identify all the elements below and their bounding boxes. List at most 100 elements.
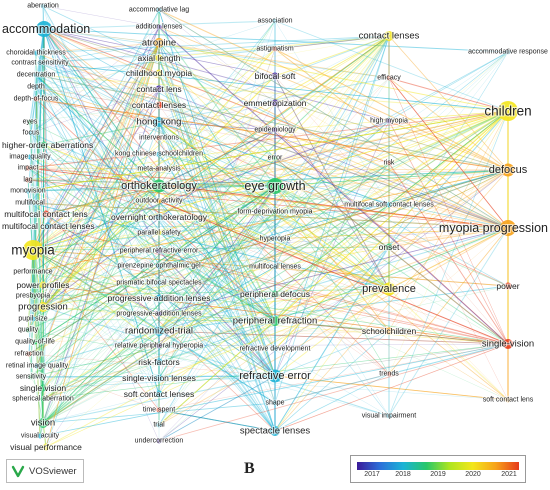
network-node[interactable]: progressive addition lenses	[106, 292, 211, 304]
network-node[interactable]: soft contact lenses	[123, 388, 195, 400]
network-node[interactable]: randomized-trial	[124, 325, 194, 338]
network-node[interactable]: risk	[383, 159, 396, 168]
network-node[interactable]: hyperopia	[259, 235, 292, 244]
network-node[interactable]: kong chinese schoolchildren	[114, 150, 204, 159]
network-node[interactable]: contact lens	[135, 83, 182, 95]
network-node[interactable]: accommodation	[1, 21, 91, 37]
network-node[interactable]: single-vision lenses	[121, 372, 197, 384]
network-node[interactable]: risk-factors	[137, 356, 181, 368]
network-node[interactable]: contrast sensitivity	[10, 59, 70, 68]
network-node[interactable]: visual impairment	[361, 412, 418, 421]
network-node[interactable]: lag	[22, 176, 33, 185]
network-node[interactable]: multifocal contact lens	[3, 208, 89, 220]
network-node[interactable]: addition lenses	[135, 23, 184, 32]
network-node[interactable]: onset	[378, 241, 401, 253]
network-node[interactable]: performance	[12, 268, 53, 277]
network-node[interactable]: spherical aberration	[11, 395, 75, 404]
network-node[interactable]: shape	[264, 399, 285, 408]
network-node[interactable]: multifocal	[14, 199, 46, 208]
network-node[interactable]: orthokeratology	[120, 179, 198, 193]
network-node[interactable]: quality	[17, 326, 40, 335]
network-node[interactable]: quality-of-life	[14, 338, 56, 347]
network-node[interactable]: astigmatism	[255, 45, 295, 54]
network-node[interactable]: high myopia	[369, 117, 409, 126]
network-node[interactable]: emmetropization	[243, 97, 308, 109]
network-node[interactable]: form-deprivation myopia	[236, 208, 313, 217]
network-node[interactable]: myopia	[10, 240, 56, 260]
network-node[interactable]: visual performance	[9, 441, 83, 453]
network-node[interactable]: power profiles	[16, 279, 71, 291]
network-node[interactable]: accommodative response	[467, 48, 549, 57]
network-node[interactable]: meta-analysis	[136, 165, 182, 174]
network-node[interactable]: progressive-addition lenses	[115, 310, 203, 319]
node-label: sensitivity	[16, 374, 47, 381]
network-node[interactable]: peripheral defocus	[239, 288, 311, 300]
network-node[interactable]: single-vision	[481, 338, 535, 351]
network-node[interactable]: accommodative lag	[128, 6, 190, 15]
network-node[interactable]: focus	[22, 129, 41, 138]
network-node[interactable]: eye growth	[243, 178, 307, 194]
network-node[interactable]: eyes	[22, 118, 39, 127]
network-node[interactable]: multifocal contact lenses	[1, 220, 96, 232]
network-node[interactable]: choroidal thickness	[5, 49, 67, 58]
node-circle	[28, 130, 34, 136]
network-node[interactable]: bifocal soft	[254, 70, 297, 82]
network-node[interactable]: axial length	[136, 52, 181, 64]
network-node[interactable]: multifocal soft contact lenses	[343, 201, 435, 210]
network-node[interactable]: single vision	[19, 382, 68, 394]
network-node[interactable]: interventions	[138, 134, 180, 143]
network-node[interactable]: children	[483, 101, 533, 121]
network-node[interactable]: efficacy	[376, 74, 402, 83]
network-node[interactable]: power	[495, 280, 520, 292]
network-node[interactable]: multifocal lenses	[248, 263, 302, 272]
network-node[interactable]: atropine	[141, 37, 177, 50]
network-node[interactable]: undercorrection	[134, 437, 185, 446]
network-node[interactable]: hong-kong	[136, 116, 183, 129]
network-node[interactable]: refractive error	[238, 369, 312, 383]
network-node[interactable]: contact lenses	[358, 30, 421, 43]
network-node[interactable]: retinal image quality	[5, 362, 70, 371]
network-node[interactable]: association	[256, 17, 293, 26]
network-node[interactable]: parallel safety	[136, 229, 182, 238]
network-node[interactable]: epidemiology	[253, 126, 297, 135]
network-node[interactable]: spectacle lenses	[239, 425, 311, 438]
network-node[interactable]: time spent	[142, 406, 176, 415]
network-node[interactable]: refractive development	[239, 345, 312, 354]
network-node[interactable]: trends	[378, 370, 400, 379]
network-node[interactable]: pirenzepine ophthalmic gel	[116, 262, 202, 271]
network-node[interactable]: prismatic bifocal spectacles	[115, 279, 203, 288]
network-node[interactable]: higher-order aberrations	[1, 139, 94, 151]
network-node[interactable]: myopia progression	[438, 220, 549, 236]
network-node[interactable]: presbyopia	[15, 292, 51, 301]
network-node[interactable]: depth-of-focus	[13, 95, 60, 104]
network-node[interactable]: prevalence	[361, 282, 417, 296]
network-node[interactable]: soft contact lens	[482, 396, 535, 405]
network-node[interactable]: image quality	[8, 153, 52, 162]
network-link	[158, 169, 509, 299]
network-link	[42, 20, 276, 308]
network-node[interactable]: progression	[17, 301, 69, 314]
network-node[interactable]: decentration	[16, 71, 57, 80]
network-node[interactable]: visual acuity	[20, 432, 61, 441]
network-node[interactable]: peripheral refraction	[232, 315, 319, 328]
network-node[interactable]: schoolchildren	[361, 325, 418, 337]
network-node[interactable]: impact	[17, 164, 40, 173]
network-node[interactable]: defocus	[488, 163, 529, 177]
network-node[interactable]: vision	[30, 417, 56, 430]
network-node[interactable]: depth	[26, 83, 46, 92]
network-link	[158, 42, 390, 79]
network-node[interactable]: overnight orthokeratology	[110, 211, 209, 223]
network-node[interactable]: contact lenses	[131, 99, 187, 111]
network-node[interactable]: relative peripheral hyperopia	[114, 342, 204, 351]
network-node[interactable]: pupil size	[17, 315, 48, 324]
network-node[interactable]: trial	[152, 421, 166, 430]
network-node[interactable]: refraction	[13, 350, 44, 359]
network-node[interactable]: sensitivity	[15, 373, 48, 382]
network-node[interactable]: aberration	[26, 2, 60, 11]
network-node[interactable]: childhood myopia	[125, 67, 193, 79]
network-node[interactable]: error	[267, 154, 284, 163]
network-node[interactable]: outdoor activity	[134, 197, 184, 206]
network-link	[29, 202, 390, 290]
network-node[interactable]: monovision	[9, 187, 47, 196]
network-node[interactable]: peripheral refractive error	[119, 247, 200, 256]
